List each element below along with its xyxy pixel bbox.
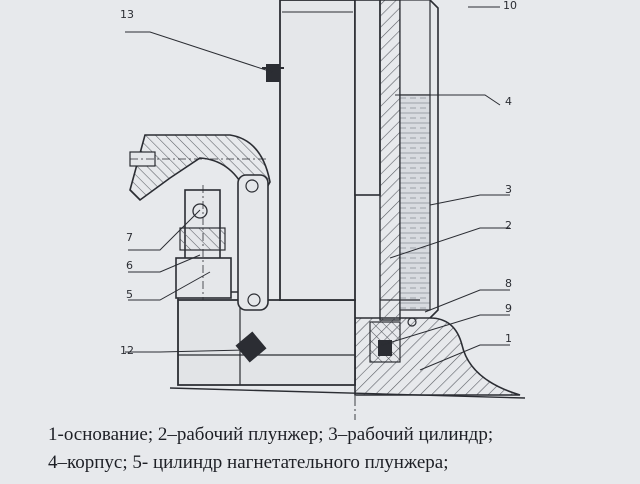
screw-13 — [262, 64, 284, 82]
callout-13: 13 — [120, 8, 134, 21]
callout-7: 7 — [126, 231, 133, 244]
pump-plunger-assembly — [175, 185, 232, 300]
callout-4: 4 — [505, 95, 512, 108]
callout-5: 5 — [126, 288, 133, 301]
ground-line — [169, 387, 526, 399]
callout-2: 2 — [505, 219, 512, 232]
callout-3: 3 — [505, 183, 512, 196]
caption-line-2: 4–корпус; 5- цилиндр нагнетательного плу… — [48, 452, 449, 473]
screw-12 — [235, 331, 267, 363]
callout-6: 6 — [126, 259, 133, 272]
callout-9: 9 — [505, 302, 512, 315]
leader-lines — [125, 6, 510, 371]
callout-10: 10 — [503, 0, 517, 12]
callout-12: 12 — [120, 344, 134, 357]
caption-line-1: 1-основание; 2–рабочий плунжер; 3–рабочи… — [48, 424, 494, 445]
base-part — [177, 291, 521, 396]
housing-part — [279, 0, 356, 301]
callout-1: 1 — [505, 332, 512, 345]
callout-8: 8 — [505, 277, 512, 290]
pump-lever-mechanism — [129, 134, 271, 311]
